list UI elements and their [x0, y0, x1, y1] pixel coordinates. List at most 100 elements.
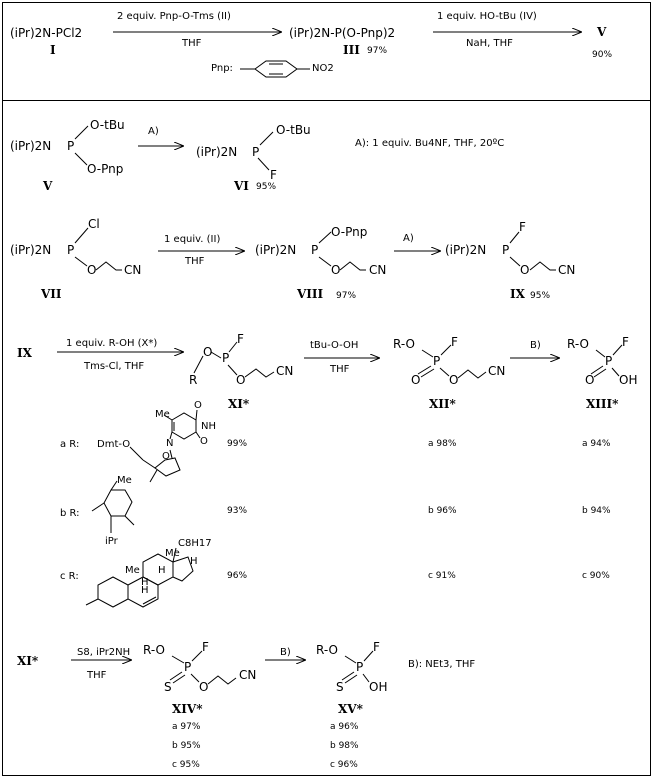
- compound-XIV-phosphorus: P: [184, 660, 192, 674]
- steroid-methyl-19: Me: [125, 565, 140, 576]
- compound-XV-label: XV*: [338, 702, 363, 716]
- compound-VII-amine: (iPr)2N: [10, 243, 52, 257]
- compound-V-label: V: [597, 25, 607, 39]
- dmt-ether-label: Dmt-O: [97, 439, 131, 450]
- compound-VII-chlorine: Cl: [88, 217, 100, 231]
- compound-VI-fluorine: F: [270, 168, 277, 182]
- arrow-A-label: A): [148, 126, 159, 137]
- yield-XI-c: 96%: [227, 571, 248, 581]
- compound-III-yield: 97%: [367, 46, 388, 56]
- compound-XII-label: XII*: [429, 397, 456, 411]
- compound-VIII-amine: (iPr)2N: [255, 243, 297, 257]
- compound-VI-amine: (iPr)2N: [196, 145, 238, 159]
- step6-reagent: S8, iPr2NH: [77, 647, 131, 658]
- compound-XII-oxo: O: [411, 373, 421, 387]
- yield-XV-c: c 96%: [330, 760, 358, 770]
- yield-XIII-c: c 90%: [582, 571, 610, 581]
- thymine-methyl-label: Me: [155, 409, 170, 420]
- compound-III-formula: (iPr)2N-P(O-Pnp)2: [289, 26, 396, 40]
- compound-VIII-oxygen: O: [331, 263, 341, 277]
- compound-VII-nitrile: CN: [124, 263, 142, 277]
- steroid-h-14: H: [158, 565, 166, 576]
- compound-V-label-2: V: [43, 179, 53, 193]
- compound-XIV-nitrile: CN: [239, 668, 257, 682]
- compound-XI-label-2: XI*: [17, 654, 39, 668]
- menthyl-structure: [91, 480, 135, 533]
- compound-VIII-opnp: O-Pnp: [331, 225, 368, 239]
- menthyl-isopropyl-label: iPr: [105, 536, 118, 547]
- arrow-A-label-2: A): [403, 233, 414, 244]
- nucleoside-structure: [129, 409, 201, 483]
- yield-XIII-b: b 94%: [582, 506, 611, 516]
- compound-XIII-phosphorus: P: [605, 354, 613, 368]
- thymine-oxo-top: O: [194, 400, 202, 411]
- yield-XII-a: a 98%: [428, 439, 457, 449]
- compound-IX-yield: 95%: [530, 291, 551, 301]
- steroid-h-17: H: [190, 556, 198, 567]
- compound-XIV-bonds: [169, 650, 237, 685]
- compound-XI-bonds: [193, 341, 275, 378]
- compound-XV-fluorine: F: [373, 640, 380, 654]
- pnp-benzene-ring: [240, 60, 310, 78]
- compound-VI-phosphorus: P: [252, 145, 260, 159]
- compound-XV-RO: R-O: [316, 643, 338, 657]
- compound-VIII-bonds: [318, 231, 366, 271]
- compound-XIV-label: XIV*: [172, 702, 203, 716]
- compound-XI-nitrile: CN: [276, 364, 294, 378]
- compound-XI-label: XI*: [228, 397, 250, 411]
- compound-I-formula: (iPr)2N-PCl2: [10, 26, 83, 40]
- compound-IX-fluorine: F: [519, 220, 526, 234]
- compound-V-opnp: O-Pnp: [87, 162, 124, 176]
- yield-XI-a: 99%: [227, 439, 248, 449]
- arrow-B-label-2: B): [280, 647, 291, 658]
- menthyl-methyl-label: Me: [117, 475, 132, 486]
- compound-XI-fluorine: F: [237, 332, 244, 346]
- compound-VI-otbu: O-tBu: [276, 123, 311, 137]
- compound-VII-phosphorus: P: [67, 243, 75, 257]
- yield-XII-c: c 91%: [428, 571, 456, 581]
- yield-XIV-b: b 95%: [172, 741, 201, 751]
- compound-VI-label: VI: [234, 179, 249, 193]
- step3-reagent: 1 equiv. (II): [164, 234, 221, 245]
- compound-XII-fluorine: F: [451, 335, 458, 349]
- compound-IX-amine: (iPr)2N: [445, 243, 487, 257]
- compound-XII-oxygen: O: [449, 373, 459, 387]
- compound-XV-bonds: [341, 650, 374, 684]
- steroid-structure: [85, 547, 194, 608]
- compound-XIII-oxo: O: [585, 373, 595, 387]
- yield-XIV-c: c 95%: [172, 760, 200, 770]
- compound-IX-label-2: IX: [17, 346, 32, 360]
- yield-XIV-a: a 97%: [172, 722, 201, 732]
- substituent-c-label: c R:: [60, 571, 79, 582]
- yield-XI-b: 93%: [227, 506, 248, 516]
- compound-VII-oxygen: O: [87, 263, 97, 277]
- step2-reagent: 1 equiv. HO-tBu (IV): [437, 11, 537, 22]
- step1-solvent: THF: [182, 38, 202, 49]
- step3-solvent: THF: [185, 256, 205, 267]
- pnp-nitro-group: NO2: [312, 63, 334, 74]
- step4-reagent: 1 equiv. R-OH (X*): [66, 338, 158, 349]
- compound-XIV-RO: R-O: [143, 643, 165, 657]
- compound-VIII-nitrile: CN: [369, 263, 387, 277]
- compound-XI-oxygen2: O: [236, 373, 246, 387]
- compound-XV-sulfur: S: [336, 680, 344, 694]
- sugar-ring-oxygen: O: [162, 451, 170, 462]
- arrow-B-label: B): [530, 340, 541, 351]
- compound-XV-hydroxyl: OH: [369, 680, 388, 694]
- compound-XII-nitrile: CN: [488, 364, 506, 378]
- compound-IX-phosphorus: P: [502, 243, 510, 257]
- thymine-oxo-bottom: O: [200, 436, 208, 447]
- section-divider: [2, 100, 651, 101]
- thymine-n1-label: N: [166, 438, 174, 449]
- compound-XII-phosphorus: P: [433, 354, 441, 368]
- compound-III-label: III: [343, 43, 360, 57]
- condition-A: A): 1 equiv. Bu4NF, THF, 20ºC: [355, 138, 505, 149]
- compound-VII-label: VII: [41, 287, 62, 301]
- yield-XV-a: a 96%: [330, 722, 359, 732]
- compound-IX-nitrile: CN: [558, 263, 576, 277]
- compound-XIII-hydroxyl: OH: [619, 373, 638, 387]
- steroid-h-8: H: [141, 585, 149, 596]
- compound-XIII-label: XIII*: [586, 397, 619, 411]
- steroid-methyl-18: Me: [165, 548, 180, 559]
- condition-B: B): NEt3, THF: [408, 659, 476, 670]
